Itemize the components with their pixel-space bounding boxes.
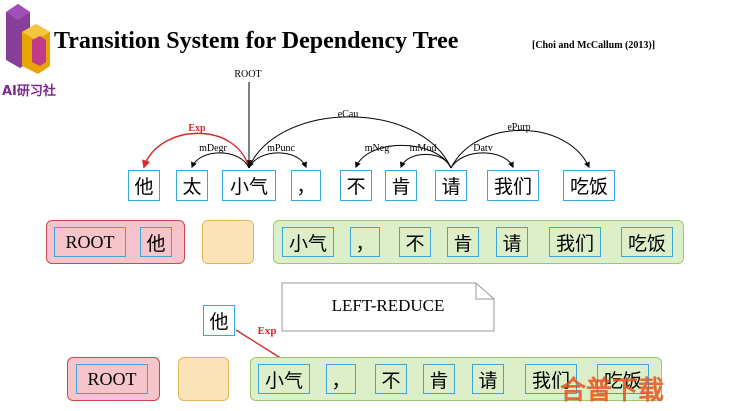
arc-label-exp: Exp [188, 123, 206, 134]
action-callout-shape [281, 282, 495, 332]
buffer-panel-after [250, 357, 662, 401]
buffer-item: 不 [375, 364, 407, 394]
arc-mmod [400, 153, 452, 169]
page-title: Transition System for Dependency Tree [54, 28, 459, 54]
middle-panel-before [202, 220, 254, 264]
root-label: ROOT [234, 69, 261, 80]
buffer-item: 吃饭 [597, 364, 649, 394]
word-box: 太 [176, 170, 208, 201]
middle-panel-after [178, 357, 229, 401]
word-box: 肯 [385, 170, 417, 201]
stack-item: ROOT [54, 227, 126, 257]
arc-label-datv: Datv [473, 143, 492, 154]
arc-exp [142, 132, 250, 169]
buffer-item: 我们 [549, 227, 601, 257]
word-box: 我们 [487, 170, 539, 201]
buffer-item: 吃饭 [621, 227, 673, 257]
buffer-item: 小气 [282, 227, 334, 257]
buffer-item: 不 [399, 227, 431, 257]
buffer-item: 小气 [258, 364, 310, 394]
arc-exp-after [235, 329, 288, 363]
arc-mdegr [191, 152, 250, 169]
word-box: 他 [128, 170, 160, 201]
action-label: LEFT-REDUCE [331, 296, 445, 315]
citation: [Choi and McCallum (2013)] [532, 40, 656, 51]
arc-label-mdegr: mDegr [199, 143, 227, 154]
word-box: 吃饭 [563, 170, 615, 201]
word-box: 请 [435, 170, 467, 201]
word-box: 小气 [222, 170, 276, 201]
word-box: 不 [340, 170, 372, 201]
stack-item: ROOT [76, 364, 148, 394]
logo [2, 2, 54, 78]
arc-label-epurp: ePurp [507, 122, 530, 133]
arc-epurp [450, 130, 590, 169]
logo-icon [6, 4, 50, 74]
arc-mpunc [248, 152, 307, 169]
arc-label-mpunc: mPunc [267, 143, 295, 154]
buffer-item: 肯 [423, 364, 455, 394]
arc-label-ecau: eCau [338, 109, 359, 120]
buffer-item: ， [350, 227, 380, 257]
arc-label-mneg: mNeg [365, 143, 389, 154]
arc-label-exp-after: Exp [258, 325, 277, 337]
watermark: 合普下载 [560, 376, 665, 406]
arc-label-mmod: mMod [410, 143, 437, 154]
logo-text: AI研习社 [2, 84, 56, 99]
buffer-item: 请 [472, 364, 504, 394]
buffer-item: 请 [496, 227, 528, 257]
arc-ecau [248, 116, 452, 169]
buffer-item: 我们 [525, 364, 577, 394]
word-box: ， [291, 170, 321, 201]
stack-item: 他 [140, 227, 172, 257]
arc-datv [450, 152, 514, 169]
detached-word: 他 [203, 305, 235, 336]
buffer-item: ， [326, 364, 356, 394]
buffer-item: 肯 [447, 227, 479, 257]
